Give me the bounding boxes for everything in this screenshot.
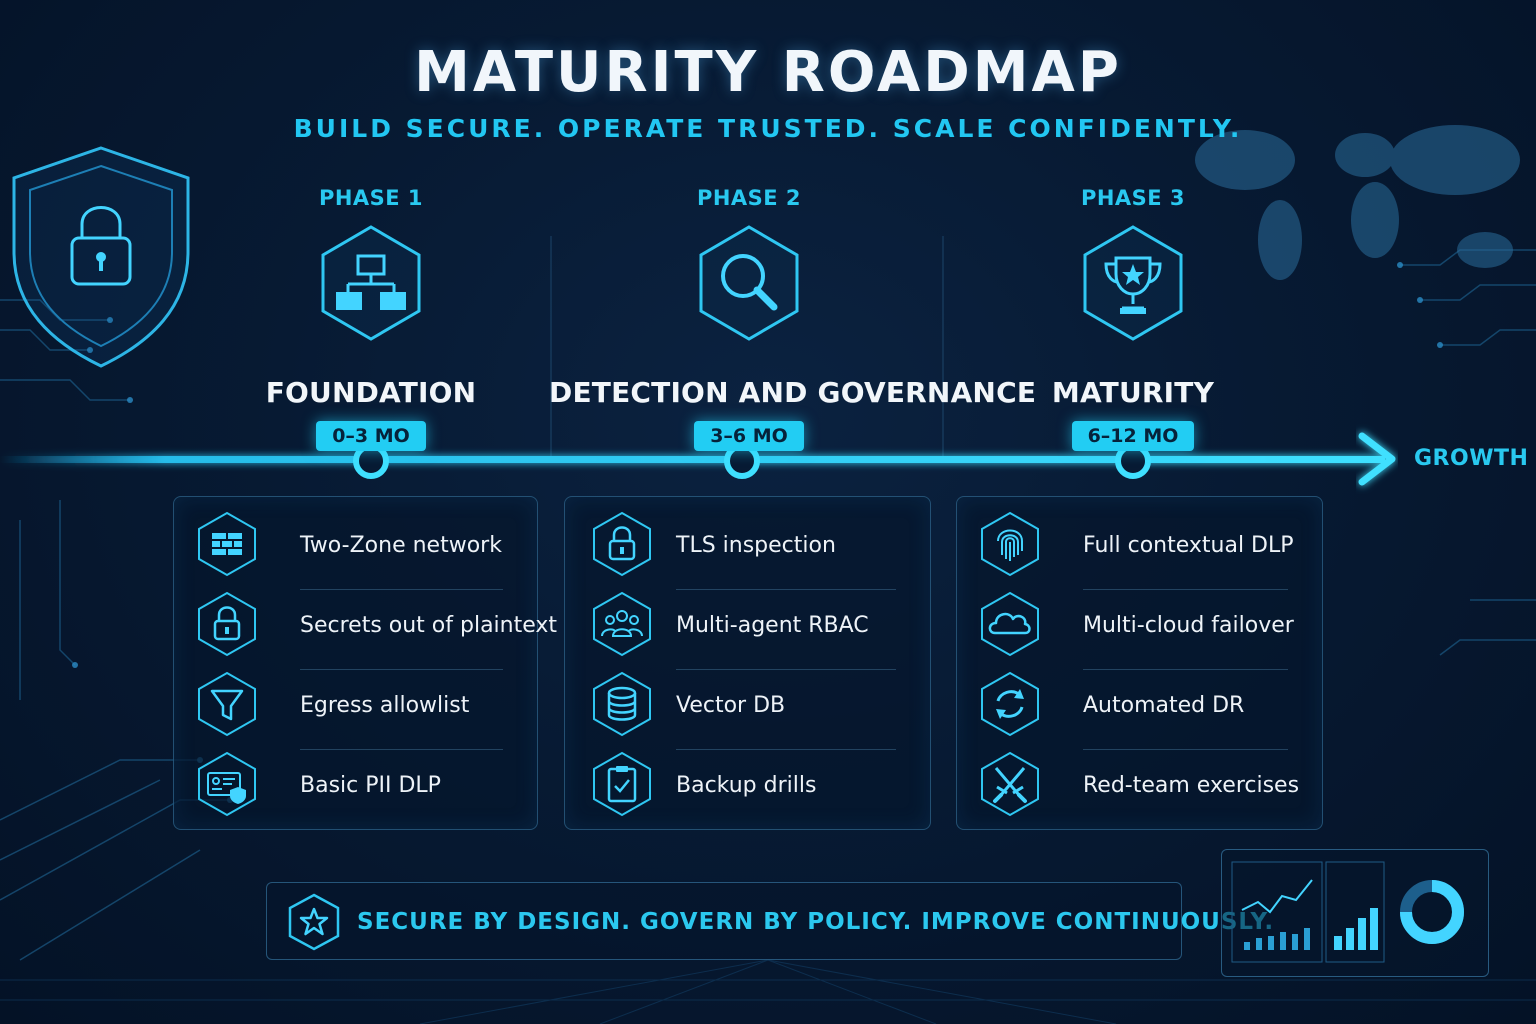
- trophy-icon: [1083, 225, 1183, 341]
- item-divider: [1083, 589, 1288, 590]
- phase-label: PHASE 3: [1080, 186, 1186, 210]
- item-label: Vector DB: [676, 693, 786, 718]
- phase-duration-badge: 0–3 MO: [316, 421, 426, 451]
- list-item: Basic PII DLP: [194, 743, 517, 823]
- page-title: MATURITY ROADMAP: [414, 40, 1122, 105]
- shield-lock-icon: [12, 146, 190, 368]
- fingerprint-icon: [981, 511, 1039, 577]
- list-item: Egress allowlist: [194, 663, 517, 750]
- item-divider: [676, 669, 896, 670]
- phase-label: PHASE 2: [696, 186, 802, 210]
- database-icon: [593, 671, 651, 737]
- item-label: Two-Zone network: [300, 533, 502, 558]
- phase-label: PHASE 1: [318, 186, 424, 210]
- list-item: Two-Zone network: [194, 503, 517, 590]
- padlock-icon: [593, 511, 651, 577]
- dashboard-graphic: [1231, 861, 1464, 963]
- item-divider: [300, 669, 503, 670]
- list-item: Backup drills: [585, 743, 910, 823]
- list-item: Automated DR: [977, 663, 1302, 750]
- item-divider: [676, 749, 896, 750]
- dashboard-charts-icon: [1221, 849, 1489, 977]
- phase-duration-badge: 3–6 MO: [694, 421, 804, 451]
- list-item: Full contextual DLP: [977, 503, 1302, 590]
- phase-1-header: PHASE 1 FOUNDATION 0–3 MO: [171, 186, 571, 451]
- user-group-icon: [593, 591, 651, 657]
- footer-motto: SECURE BY DESIGN. GOVERN BY POLICY. IMPR…: [357, 909, 1275, 935]
- list-item: Red-team exercises: [977, 743, 1302, 823]
- phase-duration-badge: 6–12 MO: [1071, 421, 1195, 451]
- item-label: Red-team exercises: [1083, 773, 1300, 798]
- world-map-icon: [1195, 125, 1520, 280]
- network-hierarchy-icon: [321, 225, 421, 341]
- star-hexagon-icon: [288, 893, 340, 951]
- item-label: Multi-agent RBAC: [676, 613, 869, 638]
- timeline-end-label: GROWTH: [1414, 446, 1529, 471]
- phase-3-header: PHASE 3 MATURITY 6–12 MO: [933, 186, 1333, 451]
- refresh-cycle-icon: [981, 671, 1039, 737]
- page-subtitle: BUILD SECURE. OPERATE TRUSTED. SCALE CON…: [293, 114, 1243, 143]
- item-divider: [1083, 749, 1288, 750]
- item-label: Backup drills: [676, 773, 817, 798]
- phase-1-card: Two-Zone network Secrets out of plaintex…: [173, 496, 557, 830]
- funnel-filter-icon: [198, 671, 256, 737]
- item-divider: [1083, 669, 1288, 670]
- item-label: Multi-cloud failover: [1083, 613, 1294, 638]
- item-label: Secrets out of plaintext: [300, 613, 558, 638]
- item-label: Basic PII DLP: [300, 773, 441, 798]
- id-card-shield-icon: [198, 751, 256, 817]
- crossed-swords-icon: [981, 751, 1039, 817]
- phase-2-card: TLS inspection Multi-agent RBAC Vector D…: [564, 496, 931, 830]
- item-divider: [676, 589, 896, 590]
- padlock-icon: [198, 591, 256, 657]
- footer-banner: SECURE BY DESIGN. GOVERN BY POLICY. IMPR…: [266, 882, 1273, 960]
- phase-name: FOUNDATION: [265, 376, 477, 409]
- item-label: Automated DR: [1083, 693, 1245, 718]
- phase-name: MATURITY: [1051, 376, 1215, 409]
- phase-2-header: PHASE 2 DETECTION AND GOVERNANCE 3–6 MO: [549, 186, 1037, 451]
- item-divider: [300, 589, 503, 590]
- list-item: Secrets out of plaintext: [194, 583, 557, 670]
- phase-name: DETECTION AND GOVERNANCE: [549, 376, 1037, 409]
- list-item: TLS inspection: [585, 503, 910, 590]
- cloud-icon: [981, 591, 1039, 657]
- list-item: Multi-agent RBAC: [585, 583, 910, 670]
- item-divider: [300, 749, 503, 750]
- magnifier-icon: [699, 225, 799, 341]
- phase-3-card: Full contextual DLP Multi-cloud failover…: [956, 496, 1323, 830]
- list-item: Multi-cloud failover: [977, 583, 1302, 670]
- firewall-icon: [198, 511, 256, 577]
- item-label: Egress allowlist: [300, 693, 470, 718]
- list-item: Vector DB: [585, 663, 910, 750]
- clipboard-check-icon: [593, 751, 651, 817]
- item-label: TLS inspection: [676, 533, 836, 558]
- item-label: Full contextual DLP: [1083, 533, 1294, 558]
